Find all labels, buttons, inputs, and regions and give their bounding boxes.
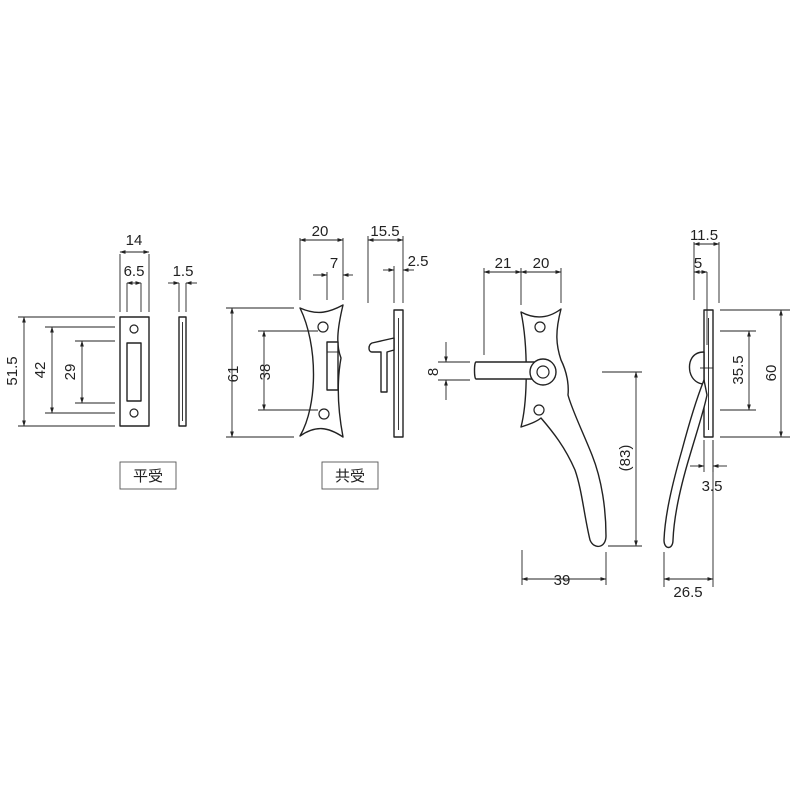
- dim-flat-slot-height-label: 29: [62, 364, 79, 381]
- dim-shared-height-total: 61: [225, 307, 242, 438]
- dim-shared-hole-spacing: 38: [257, 330, 274, 411]
- dim-handle-right-width: 20: [520, 255, 562, 274]
- dim-shared-hook-width-label: 7: [330, 255, 338, 272]
- dim-shared-depth-label: 15.5: [370, 223, 399, 240]
- dim-handle-left-width: 21: [483, 255, 522, 274]
- dim-flat-height-total-label: 51.5: [4, 356, 21, 385]
- dim-shared-plate-label: 2.5: [408, 253, 429, 270]
- dim-handle-lever-height-label: 8: [425, 368, 442, 376]
- dim-flat-width: 14: [119, 232, 150, 254]
- dim-side-height-label: 60: [763, 365, 780, 382]
- handle-extension-lines: [438, 268, 642, 585]
- dim-shared-plate: 2.5: [383, 253, 429, 272]
- flat-receiver-label: 平受: [119, 461, 177, 490]
- dim-handle-lever-height: 8: [425, 342, 448, 400]
- dim-side-hole-spacing-label: 35.5: [730, 355, 747, 384]
- dim-handle-length-label: (83): [617, 445, 634, 472]
- dim-side-reach: 26.5: [663, 577, 714, 601]
- dim-shared-width-label: 20: [312, 223, 329, 240]
- dim-shared-depth: 15.5: [367, 223, 404, 242]
- dim-flat-height-total: 51.5: [4, 316, 26, 427]
- dim-shared-width: 20: [299, 223, 344, 242]
- dim-side-offset-label: 5: [694, 255, 702, 272]
- dim-handle-reach-label: 39: [554, 572, 571, 589]
- dim-handle-reach: 39: [521, 572, 607, 589]
- dim-handle-left-width-label: 21: [495, 255, 512, 272]
- dim-shared-height-total-label: 61: [225, 366, 242, 383]
- dim-side-offset: 5: [693, 255, 708, 274]
- dim-handle-length: (83): [617, 371, 638, 547]
- dim-shared-hook-width: 7: [313, 255, 353, 277]
- dim-flat-height-outer-label: 42: [32, 362, 49, 379]
- shared-receiver-side-view: [368, 309, 404, 438]
- shared-receiver-label: 共受: [321, 461, 379, 490]
- dim-flat-hole-offset: 6.5: [124, 263, 145, 285]
- dim-handle-right-width-label: 20: [533, 255, 550, 272]
- shared-extension-lines: [226, 236, 404, 438]
- dim-flat-thickness: 1.5: [168, 263, 197, 285]
- dim-flat-thickness-label: 1.5: [173, 263, 194, 280]
- shared-receiver-front-view: [299, 304, 344, 438]
- flat-receiver-front-view: [119, 316, 150, 427]
- dim-side-height: 60: [763, 309, 783, 438]
- dim-side-depth-label: 11.5: [690, 227, 718, 244]
- flat-extension-lines: [18, 254, 187, 427]
- side-extension-lines: [663, 242, 790, 587]
- shared-receiver-label-text: 共受: [335, 467, 365, 485]
- dim-shared-hole-spacing-label: 38: [257, 364, 274, 381]
- dim-flat-hole-offset-label: 6.5: [124, 263, 145, 280]
- dim-flat-width-label: 14: [126, 232, 143, 249]
- handle-side-view: [663, 309, 714, 549]
- dim-side-plate-label: 3.5: [702, 478, 723, 495]
- dim-flat-height-outer: 42: [32, 326, 54, 414]
- dim-side-depth: 11.5: [690, 227, 720, 246]
- flat-receiver-label-text: 平受: [133, 467, 163, 485]
- dim-side-reach-label: 26.5: [673, 584, 702, 601]
- flat-receiver-side-view: [178, 316, 187, 427]
- handle-front-view: [473, 308, 607, 547]
- dim-flat-slot-height: 29: [62, 340, 84, 404]
- dim-side-plate: 3.5: [690, 464, 727, 495]
- dim-side-hole-spacing: 35.5: [730, 330, 751, 411]
